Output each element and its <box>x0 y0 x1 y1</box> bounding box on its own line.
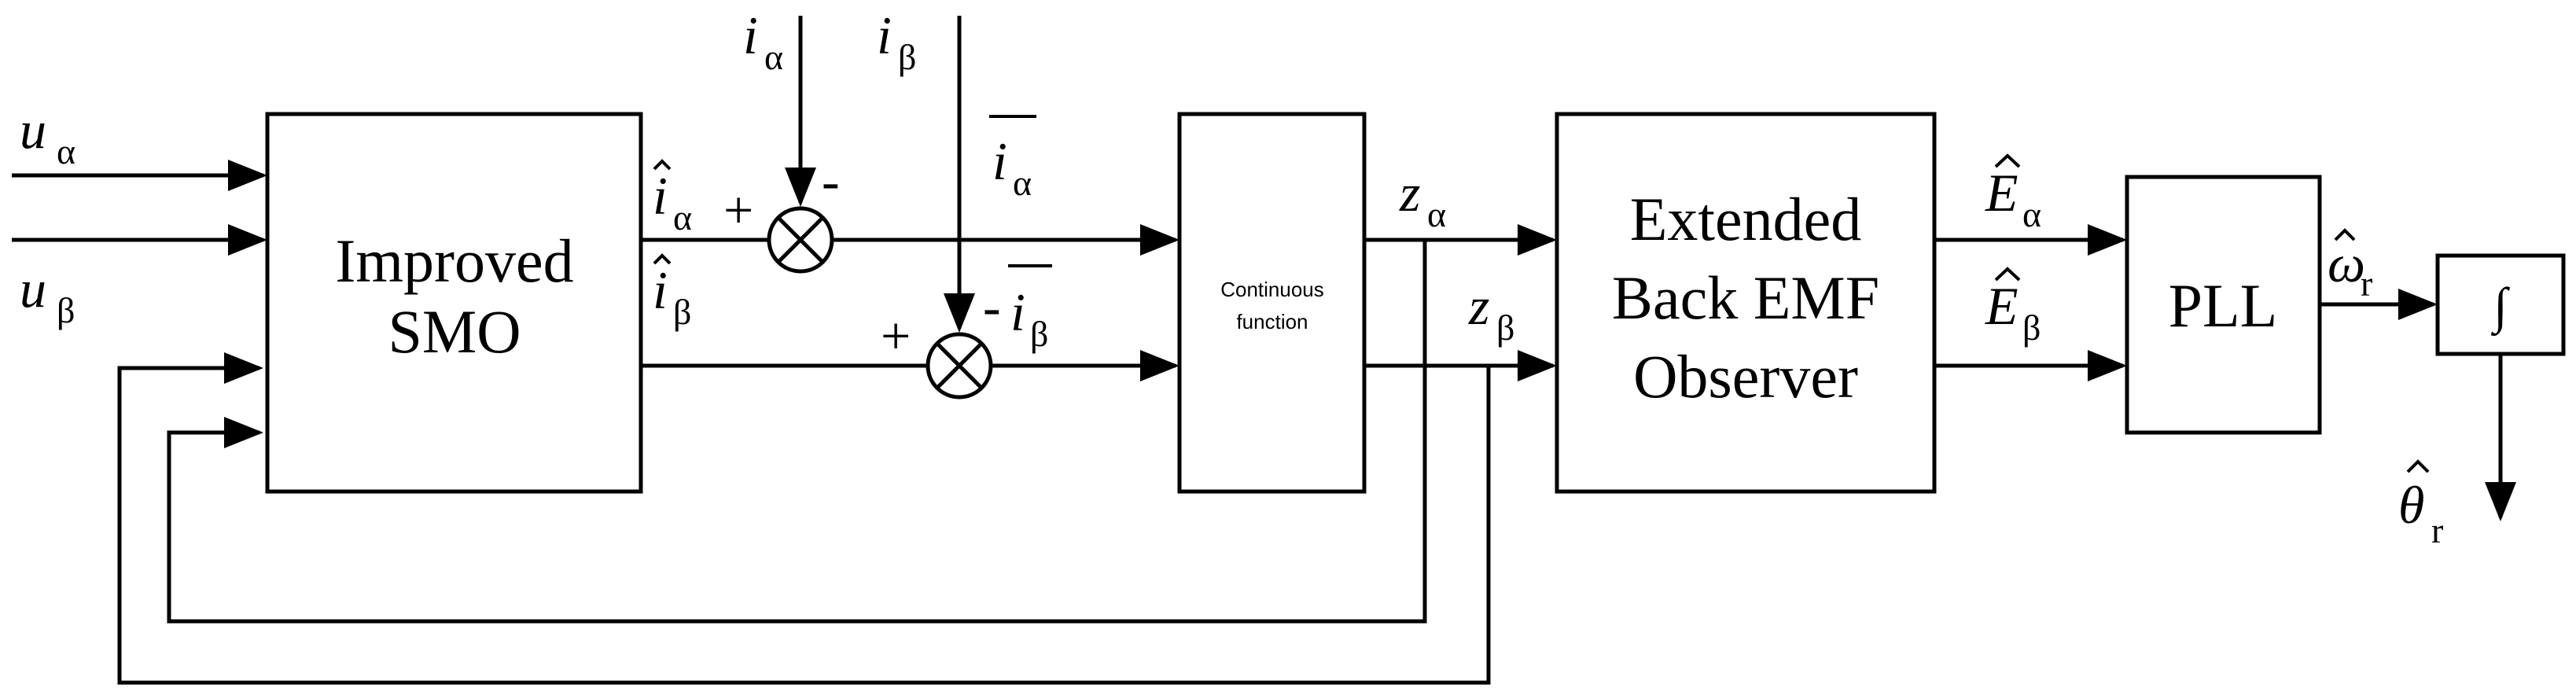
svg-text:β: β <box>898 37 916 77</box>
svg-text:β: β <box>1030 314 1048 354</box>
svg-text:α: α <box>1427 194 1446 234</box>
svg-text:i: i <box>653 260 668 320</box>
svg-text:β: β <box>2022 307 2041 348</box>
wire-feedback-z-alpha <box>167 240 1427 624</box>
svg-text:i: i <box>653 166 668 226</box>
integrator-label: ∫ <box>2490 278 2510 337</box>
continuous-function-block <box>1177 112 1367 494</box>
label-i-beta-hat: i β <box>653 253 691 332</box>
svg-text:ω: ω <box>2328 234 2365 293</box>
emf-label-line2: Back EMF <box>1612 263 1879 332</box>
sign-minus-alpha: - <box>822 151 840 211</box>
svg-text:α: α <box>1013 163 1032 203</box>
label-i-beta-bar: i β <box>1008 264 1052 354</box>
sign-plus-alpha: + <box>723 180 753 240</box>
sign-plus-beta: + <box>881 306 911 366</box>
sign-minus-beta: - <box>983 277 1001 337</box>
svg-text:u: u <box>20 100 46 160</box>
svg-text:i: i <box>743 6 758 65</box>
svg-text:β: β <box>57 290 75 330</box>
svg-text:r: r <box>2431 510 2443 551</box>
svg-text:β: β <box>673 292 691 332</box>
label-i-alpha-hat: i α <box>653 159 692 238</box>
emf-label-line1: Extended <box>1630 185 1862 253</box>
pll-label: PLL <box>2169 271 2278 340</box>
smo-label-line2: SMO <box>388 297 521 366</box>
label-u-alpha: u α <box>20 100 75 171</box>
label-u-beta: u β <box>20 259 75 330</box>
hat-accent <box>1994 267 2021 282</box>
pll-block <box>2125 175 2322 435</box>
svg-text:α: α <box>57 131 75 171</box>
continuous-label-line2: function <box>1236 310 1308 333</box>
smo-label-line1: Improved <box>335 226 573 295</box>
hat-accent <box>653 253 672 265</box>
hat-accent <box>2334 228 2356 241</box>
label-i-beta: i β <box>877 6 916 77</box>
label-z-alpha: z α <box>1399 163 1446 234</box>
extended-back-emf-observer-block <box>1555 112 1937 494</box>
emf-label-line3: Observer <box>1633 342 1858 411</box>
label-E-beta-hat: E β <box>1985 267 2041 348</box>
svg-text:θ: θ <box>2398 475 2424 535</box>
svg-text:i: i <box>877 6 892 65</box>
svg-text:α: α <box>2022 194 2041 234</box>
svg-text:i: i <box>1010 282 1025 342</box>
svg-text:i: i <box>992 131 1007 191</box>
svg-text:u: u <box>20 259 46 319</box>
svg-text:α: α <box>764 37 783 77</box>
hat-accent <box>653 159 672 171</box>
hat-accent <box>1994 153 2021 168</box>
label-omega-r-hat: ω r <box>2328 228 2372 304</box>
continuous-label-line1: Continuous <box>1220 278 1324 301</box>
summing-junction-alpha <box>767 206 834 274</box>
label-E-alpha-hat: E α <box>1985 153 2041 234</box>
svg-text:β: β <box>1496 307 1514 348</box>
label-i-alpha: i α <box>743 6 783 77</box>
label-z-beta: z β <box>1468 276 1514 348</box>
svg-text:E: E <box>1985 276 2018 336</box>
svg-text:E: E <box>1985 163 2018 223</box>
svg-text:α: α <box>673 197 692 238</box>
improved-smo-block <box>265 112 643 494</box>
svg-text:r: r <box>2361 263 2372 304</box>
label-i-alpha-bar: i α <box>989 115 1036 203</box>
integrator-block <box>2435 253 2566 356</box>
svg-text:z: z <box>1468 276 1489 336</box>
wire-feedback-z-beta <box>117 352 1491 685</box>
label-theta-r-hat: θ r <box>2398 459 2443 551</box>
hat-accent <box>2406 459 2430 473</box>
svg-text:z: z <box>1399 163 1420 223</box>
summing-junction-beta <box>926 332 993 400</box>
